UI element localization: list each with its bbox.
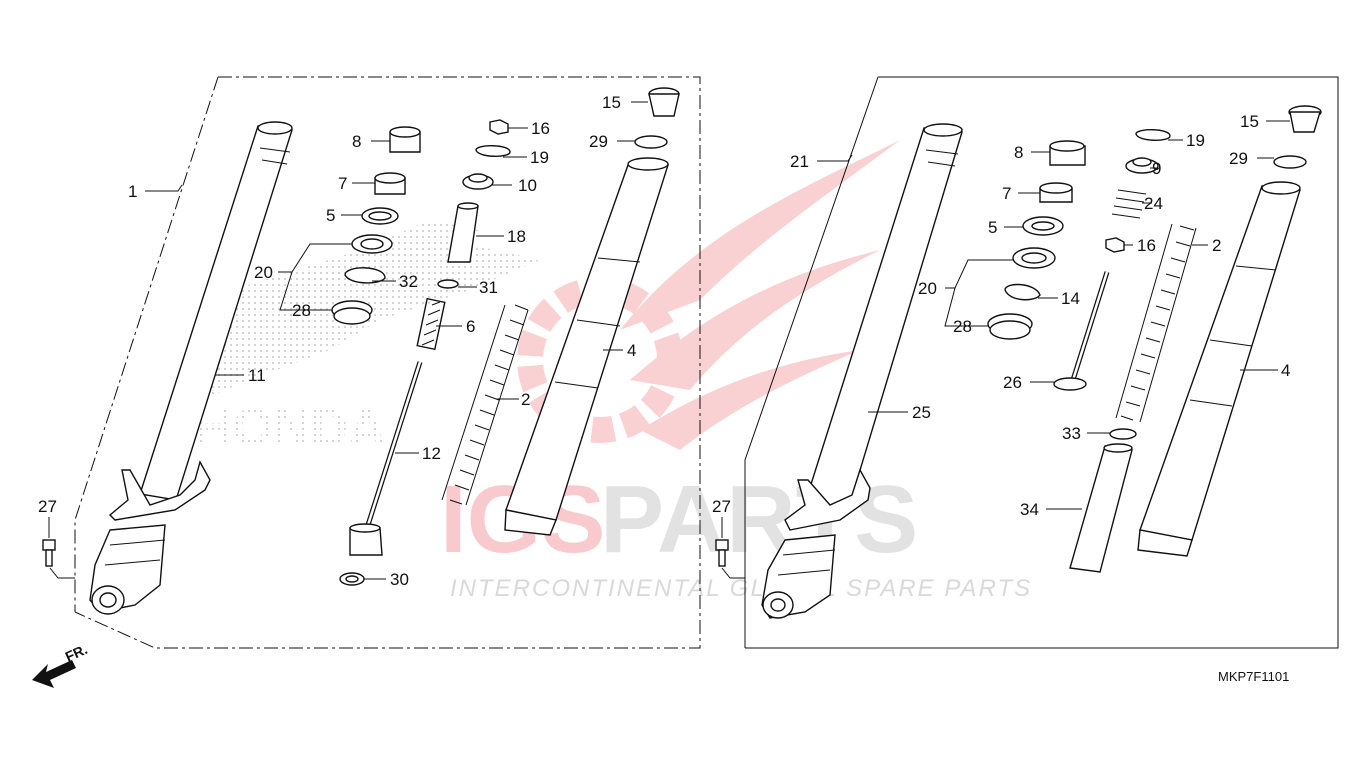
left-inner-tube-4 (504, 87, 680, 536)
left-small-parts (331, 119, 529, 586)
callout-8: 8 (352, 132, 361, 151)
right-panel-frame (744, 76, 1339, 649)
right-small-parts (987, 129, 1197, 573)
left-callouts: 1 8 7 5 20 28 11 32 31 6 12 30 2 4 18 16… (38, 93, 636, 589)
callout-31: 31 (479, 278, 498, 297)
diagram-code: MKP7F1101 (1218, 669, 1289, 684)
callout-11: 11 (248, 366, 266, 385)
callout-25: 25 (912, 403, 931, 422)
callout-8: 8 (1014, 143, 1023, 162)
callout-20: 20 (918, 279, 937, 298)
callout-34: 34 (1020, 500, 1039, 519)
left-panel-frame (74, 76, 701, 649)
callout-4: 4 (627, 341, 636, 360)
front-label: FR. (63, 641, 90, 665)
callout-4: 4 (1281, 361, 1290, 380)
callout-14: 14 (1061, 289, 1080, 308)
callout-2: 2 (521, 390, 530, 409)
callout-21: 21 (790, 152, 809, 171)
left-bolt-27 (42, 539, 75, 579)
callout-19: 19 (530, 148, 549, 167)
right-bolt-27 (715, 539, 745, 579)
callout-7: 7 (1002, 184, 1011, 203)
callout-19: 19 (1186, 131, 1205, 150)
callout-27: 27 (38, 497, 57, 516)
callout-32: 32 (399, 272, 418, 291)
callout-26: 26 (1003, 373, 1022, 392)
callout-9: 9 (1152, 159, 1161, 178)
callout-15: 15 (1240, 112, 1259, 131)
callout-16: 16 (1137, 236, 1156, 255)
callout-24: 24 (1144, 194, 1163, 213)
callout-30: 30 (390, 570, 409, 589)
callout-5: 5 (988, 218, 997, 237)
callout-16: 16 (531, 119, 550, 138)
igs-brand-grey: PARTS (600, 466, 918, 573)
callout-5: 5 (326, 206, 335, 225)
callout-29: 29 (1229, 149, 1248, 168)
honda-text-watermark: HONDA (195, 399, 386, 457)
callout-29: 29 (589, 132, 608, 151)
callout-6: 6 (466, 317, 475, 336)
callout-20: 20 (254, 263, 273, 282)
front-direction-arrow: FR. (32, 641, 90, 688)
callout-7: 7 (338, 174, 347, 193)
callout-1: 1 (128, 182, 137, 201)
callout-27: 27 (712, 497, 731, 516)
honda-wing-watermark-lower (200, 220, 480, 320)
callout-18: 18 (507, 227, 526, 246)
callout-2: 2 (1212, 236, 1221, 255)
left-axle-bracket-1 (89, 460, 211, 615)
right-axle-bracket-21 (761, 468, 871, 619)
callout-10: 10 (518, 176, 537, 195)
callout-33: 33 (1062, 424, 1081, 443)
right-inner-tube-4 (1137, 105, 1322, 557)
callout-28: 28 (953, 317, 972, 336)
leader-lines (48, 101, 1290, 580)
left-outer-tube-11 (139, 121, 293, 501)
callout-28: 28 (292, 301, 311, 320)
right-callouts: 21 8 7 5 20 28 14 26 33 34 25 19 9 24 16… (712, 112, 1290, 519)
callout-15: 15 (602, 93, 621, 112)
callout-12: 12 (422, 444, 441, 463)
honda-wing-watermark (200, 240, 540, 400)
igs-tagline: INTERCONTINENTAL GLOBAL SPARE PARTS (450, 575, 1032, 602)
